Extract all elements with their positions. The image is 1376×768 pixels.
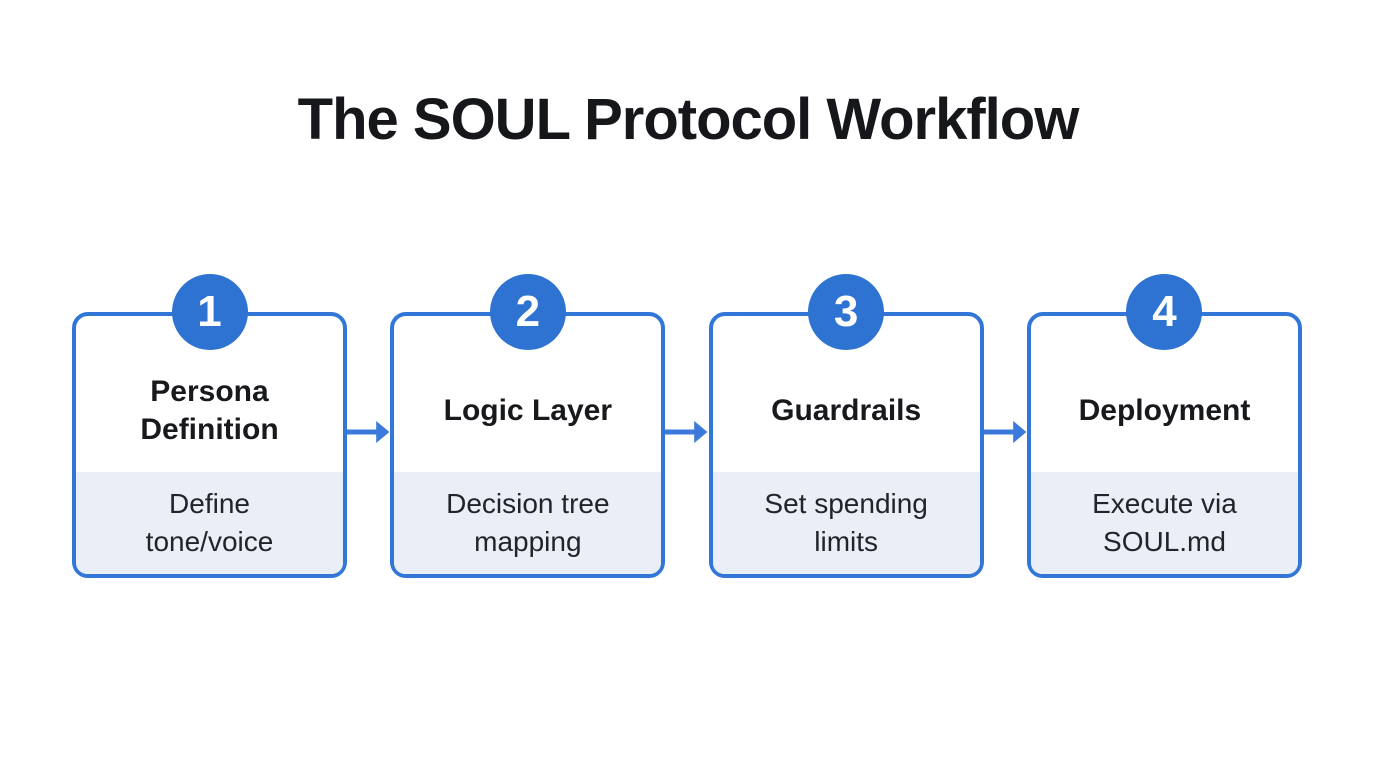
step-subtitle: Decision tree mapping xyxy=(446,488,610,557)
step-number-badge: 2 xyxy=(489,274,566,350)
arrow-right-icon xyxy=(665,416,708,448)
step-subtitle-area: Define tone/voice xyxy=(76,472,343,574)
workflow-steps-row: 1 Persona Definition Define tone/voice 2… xyxy=(72,274,1302,578)
step-card-deployment: 4 Deployment Execute via SOUL.md xyxy=(1026,274,1302,578)
step-number: 4 xyxy=(1152,287,1177,336)
step-number: 1 xyxy=(197,287,222,336)
page-title: The SOUL Protocol Workflow xyxy=(297,87,1080,152)
step-number: 3 xyxy=(833,287,859,336)
step-title: Deployment xyxy=(1078,393,1251,427)
step-title: Guardrails xyxy=(771,393,922,427)
step-title: Persona Definition xyxy=(140,374,279,446)
step-card-guardrails: 3 Guardrails Set spending limits xyxy=(708,274,984,578)
step-subtitle: Execute via SOUL.md xyxy=(1092,488,1237,557)
step-subtitle-area: Execute via SOUL.md xyxy=(1030,472,1298,574)
step-card-logic-layer: 2 Logic Layer Decision tree mapping xyxy=(390,274,666,578)
step-number-badge: 4 xyxy=(1126,274,1203,350)
step-title-area: Persona Definition xyxy=(76,350,343,472)
step-title-area: Deployment xyxy=(1031,350,1298,472)
step-title: Logic Layer xyxy=(443,393,613,427)
step-number: 2 xyxy=(515,287,541,336)
step-subtitle: Set spending limits xyxy=(764,488,928,557)
step-subtitle-area: Decision tree mapping xyxy=(394,472,662,574)
step-subtitle-area: Set spending limits xyxy=(712,472,980,574)
step-number-badge: 1 xyxy=(171,274,248,350)
step-card-persona-definition: 1 Persona Definition Define tone/voice xyxy=(72,274,347,578)
arrow-right-icon xyxy=(347,416,390,448)
step-number-badge: 3 xyxy=(808,274,885,350)
arrow-right-icon xyxy=(983,416,1027,448)
step-title-area: Guardrails xyxy=(713,350,980,472)
step-title-area: Logic Layer xyxy=(394,350,661,472)
step-subtitle: Define tone/voice xyxy=(145,488,274,557)
